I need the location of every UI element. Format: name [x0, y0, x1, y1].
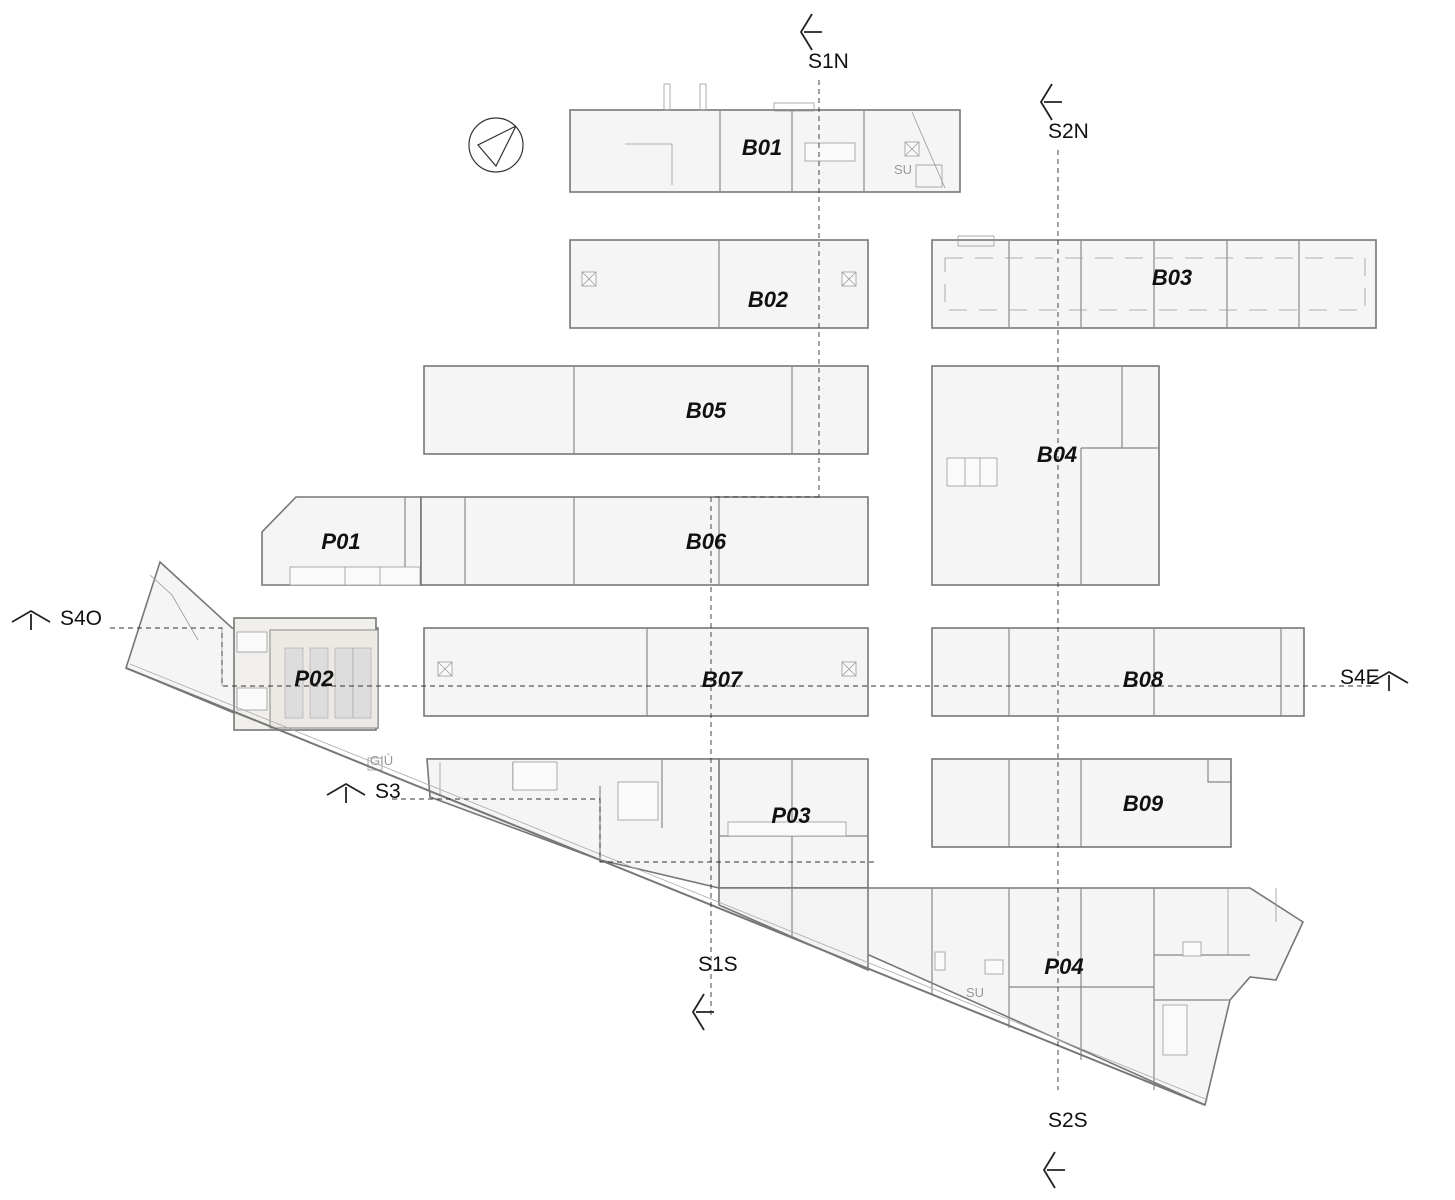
- section-lines: [110, 80, 1372, 1090]
- site-boundary-wall: [125, 667, 1206, 1106]
- section-arrow-icon: [1042, 1151, 1065, 1189]
- hall-b07: [423, 627, 869, 717]
- hall-label-b05: B05: [686, 398, 727, 423]
- section-label-s4e: S4E: [1340, 666, 1380, 689]
- hall-b06: [420, 496, 869, 586]
- hall-label-p01: P01: [321, 529, 360, 554]
- auditorium-seating: [284, 647, 372, 719]
- section-label-s4o: S4O: [60, 607, 102, 630]
- section-arrow-icon: [691, 993, 714, 1031]
- hall-p04: [718, 887, 1305, 1107]
- section-arrow-icon: [1039, 83, 1062, 121]
- stair-up-label: SU: [894, 162, 912, 177]
- hall-label-b07: B07: [702, 667, 744, 692]
- compass-north-icon: [468, 117, 524, 173]
- site-boundary-inner: [129, 663, 1209, 1101]
- hall-label-b03: B03: [1152, 265, 1192, 290]
- hall-p03: [426, 758, 869, 890]
- section-label-s2s: S2S: [1048, 1109, 1088, 1132]
- hall-label-p03: P03: [771, 803, 810, 828]
- stair-down-label: GIÙ: [370, 753, 393, 768]
- hall-p01: [261, 496, 422, 586]
- hall-b08: [931, 627, 1305, 717]
- hall-p02: [125, 560, 383, 771]
- hall-label-b02: B02: [748, 287, 789, 312]
- hall-label-b06: B06: [686, 529, 727, 554]
- section-arrow-icon: [799, 13, 822, 51]
- hall-b05: [423, 365, 869, 455]
- section-label-s3: S3: [375, 780, 401, 803]
- section-arrow-icon: [326, 782, 366, 803]
- hall-label-p04: P04: [1044, 954, 1083, 979]
- section-label-s2n: S2N: [1048, 120, 1089, 143]
- stair-up-label: SU: [966, 985, 984, 1000]
- hall-label-b01: B01: [742, 135, 782, 160]
- section-arrow-icon: [11, 609, 51, 630]
- hall-b03: [931, 235, 1377, 329]
- hall-label-b08: B08: [1123, 667, 1164, 692]
- section-arrow-icon: [1369, 670, 1409, 691]
- hall-label-b04: B04: [1037, 442, 1077, 467]
- hall-b09: [931, 758, 1232, 848]
- hall-b04: [931, 365, 1160, 586]
- hall-b01: [569, 83, 961, 193]
- hall-b02: [569, 239, 869, 329]
- hall-label-b09: B09: [1123, 791, 1164, 816]
- section-label-s1s: S1S: [698, 953, 738, 976]
- hall-label-p02: P02: [294, 666, 334, 691]
- section-label-s1n: S1N: [808, 50, 849, 73]
